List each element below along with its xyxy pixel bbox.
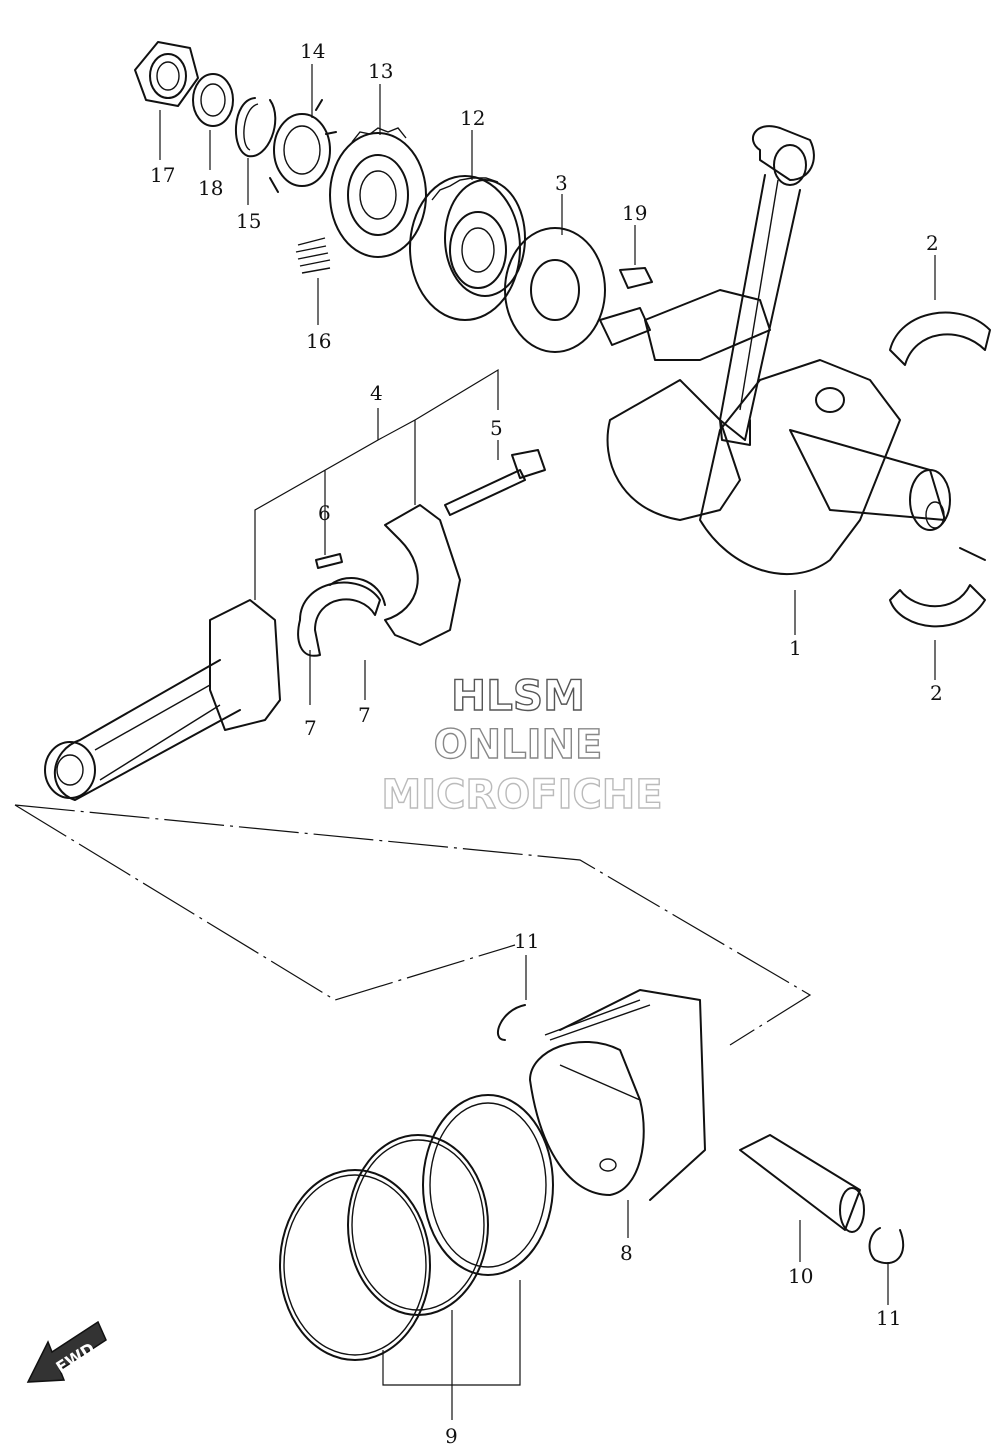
callout-14: 14 (300, 39, 325, 63)
pin-clip-lower-part (868, 1227, 905, 1265)
callout-17: 17 (150, 163, 175, 187)
piston-pin-part (739, 1134, 865, 1233)
callout-7-right: 7 (358, 703, 371, 727)
thrust-washer-part (504, 227, 606, 353)
callout-18: 18 (198, 176, 223, 200)
piston-part (529, 989, 706, 1201)
callout-8: 8 (620, 1241, 633, 1265)
nut-part (134, 41, 199, 107)
callout-19: 19 (622, 201, 647, 225)
callout-2-lower: 2 (930, 681, 943, 705)
rod-cap-part (384, 504, 461, 646)
callout-16: 16 (306, 329, 331, 353)
pin-clip-upper-part (496, 1004, 526, 1041)
callout-5: 5 (490, 416, 503, 440)
callout-4: 4 (370, 381, 383, 405)
piston-ring-second-part (347, 1134, 489, 1316)
forward-direction-indicator: FWD (26, 1320, 107, 1383)
callout-labels: 1 2 2 3 4 5 6 7 7 8 9 10 11 11 12 13 14 … (150, 39, 943, 1448)
bolt-part (444, 449, 546, 516)
fwd-arrow-icon (26, 1320, 107, 1383)
main-bearing-upper-part (889, 311, 991, 366)
callout-6: 6 (318, 501, 331, 525)
connecting-rod-part (44, 599, 281, 801)
watermark: HLSM ONLINE MICROFICHE (381, 670, 664, 818)
callout-1: 1 (789, 636, 802, 660)
callout-3: 3 (555, 171, 568, 195)
circlip-part (235, 97, 277, 158)
callout-11-upper: 11 (514, 929, 539, 953)
key-part (619, 267, 653, 289)
rod-bearing-part (297, 576, 386, 657)
leader-lines (159, 64, 936, 1420)
gear-13-part (329, 127, 427, 258)
watermark-line-3: MICROFICHE (381, 772, 662, 818)
crankshaft-part (599, 125, 951, 575)
callout-10: 10 (788, 1264, 813, 1288)
callout-15: 15 (236, 209, 261, 233)
washer-part (192, 73, 234, 127)
watermark-line-2: ONLINE (434, 722, 603, 768)
piston-ring-oil-part (422, 1094, 554, 1276)
callout-2-upper: 2 (926, 231, 939, 255)
piston-ring-top-part (279, 1169, 431, 1361)
pin-part (315, 553, 343, 569)
callout-7-left: 7 (304, 716, 317, 740)
callout-13: 13 (368, 59, 393, 83)
callout-12: 12 (460, 106, 485, 130)
callout-11-lower: 11 (876, 1306, 901, 1330)
spring-part (295, 237, 331, 274)
main-bearing-lower-part (889, 547, 986, 628)
gear-12-part (409, 175, 526, 321)
callout-9: 9 (445, 1424, 458, 1448)
watermark-line-1: HLSM (451, 671, 585, 720)
lock-washer-part (269, 99, 337, 193)
